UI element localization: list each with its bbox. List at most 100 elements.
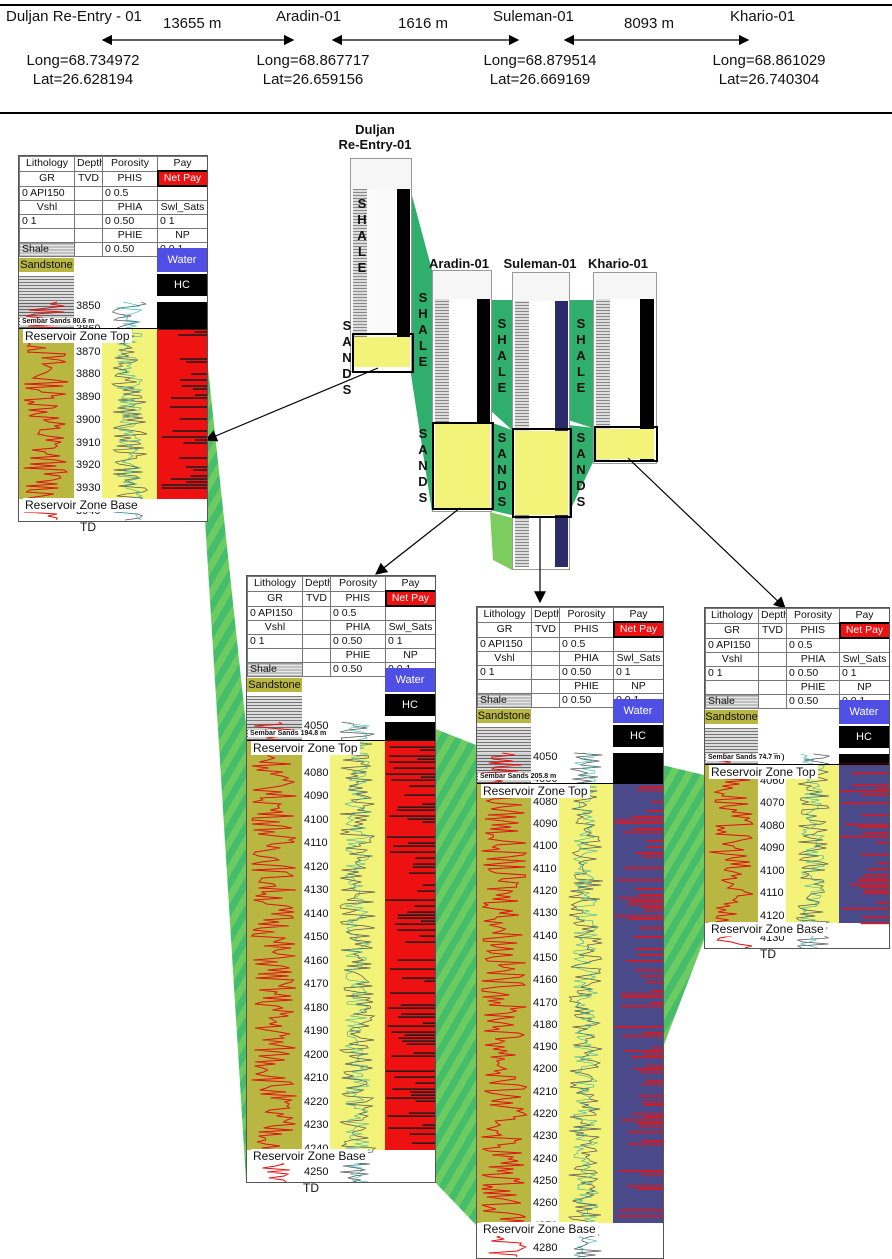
overview-aradin-zone-box	[432, 422, 494, 510]
depth-label: 3880	[76, 368, 101, 381]
pay-streak	[619, 1209, 663, 1211]
pay-streak	[422, 1022, 435, 1024]
pay-streak	[620, 1005, 663, 1007]
depth-label: 4210	[304, 1072, 329, 1085]
pay-streak	[646, 810, 663, 812]
pay-streak	[639, 927, 663, 929]
pay-streak	[860, 922, 889, 925]
pay-streak	[409, 785, 435, 787]
depth-label: 4230	[533, 1130, 558, 1143]
overview-log-duljan-pay	[397, 189, 410, 367]
long-aradin: Long=68.867717	[256, 52, 370, 69]
pay-streak	[185, 466, 207, 468]
pay-streak	[387, 1007, 435, 1009]
vertical-letter: N	[576, 462, 586, 477]
pay-streak	[389, 746, 435, 748]
lat-duljan: Lat=26.628194	[32, 71, 134, 88]
overview-duljan-line2: Re-Entry-01	[338, 137, 412, 152]
pay-streak	[876, 841, 889, 844]
pay-streak	[417, 758, 435, 760]
pay-streak	[404, 1034, 435, 1036]
pay-streak	[421, 920, 435, 922]
shale-strip-left	[247, 696, 302, 724]
pay-streak	[867, 868, 889, 871]
depth-label: 4210	[533, 1085, 558, 1098]
header-rule-bottom	[0, 112, 892, 114]
pay-streak	[645, 1080, 663, 1082]
vertical-letter: S	[576, 316, 586, 331]
depth-label: 4080	[304, 766, 329, 779]
td-label-khario: TD	[760, 947, 776, 961]
pay-streak	[642, 855, 663, 857]
lat-khario: Lat=26.740304	[718, 71, 820, 88]
gr-curve	[481, 752, 528, 1258]
phie-curve	[572, 752, 599, 1258]
coords-khario: Long=68.861029 Lat=26.740304	[700, 51, 838, 89]
pay-streak	[638, 1125, 663, 1127]
pay-streak	[413, 863, 435, 865]
pay-streak	[628, 1131, 663, 1133]
header-cell: Shale	[477, 693, 532, 708]
pay-streak	[620, 993, 663, 995]
vertical-letter: N	[418, 458, 428, 473]
reservoir-zone-base: Reservoir Zone Base	[481, 1221, 598, 1236]
coords-aradin: Long=68.867717 Lat=26.659156	[246, 51, 380, 89]
overview-title-suleman: Suleman-01	[503, 256, 577, 271]
pay-streak	[842, 802, 889, 805]
vertical-letter: A	[418, 322, 428, 337]
vertical-letter: D	[576, 478, 586, 493]
depth-label: 4110	[533, 862, 557, 875]
water-legend: Water	[157, 248, 207, 272]
pay-streak	[170, 397, 207, 399]
pay-streak	[636, 1122, 663, 1124]
header-cell: PHIS	[559, 621, 614, 638]
vertical-letter: E	[418, 354, 428, 369]
vertical-letter: E	[497, 380, 507, 395]
pay-streak	[645, 981, 663, 983]
pay-streak	[863, 874, 889, 877]
vertical-letter: A	[497, 446, 507, 461]
pay-streak	[411, 1094, 435, 1096]
pay-streak	[401, 1013, 435, 1015]
zone-top-line	[19, 328, 207, 330]
vertical-letter: H	[418, 306, 428, 321]
pay-streak	[859, 886, 889, 889]
overview-shale-band-3	[568, 300, 593, 428]
pay-streak	[161, 436, 207, 438]
pay-streak	[178, 334, 207, 336]
depth-track	[302, 722, 330, 1182]
pay-streak	[389, 968, 435, 970]
pay-streak	[391, 1055, 435, 1057]
pay-streak	[181, 385, 207, 387]
pay-streak	[405, 941, 435, 943]
pay-streak	[636, 1188, 663, 1190]
depth-label: 4220	[533, 1108, 558, 1121]
header-cell: Net Pay	[156, 170, 207, 187]
vertical-letter: S	[576, 494, 586, 509]
pay-streak	[632, 816, 663, 818]
depth-label: 4140	[304, 907, 329, 920]
vertical-letter: H	[576, 332, 586, 347]
overview-lower-band	[490, 512, 512, 570]
header-cell: TVD	[302, 590, 331, 607]
pay-streak	[634, 936, 663, 938]
overview-shale-band-1	[410, 188, 432, 430]
header-cell: GR	[19, 170, 75, 187]
pay-streak	[419, 749, 435, 751]
band-aradin-suleman	[433, 728, 476, 1225]
header-cell: PHIS	[102, 170, 158, 187]
depth-label: 4170	[304, 978, 329, 991]
pay-streak	[179, 457, 207, 459]
reservoir-zone-top: Reservoir Zone Top	[481, 784, 590, 799]
depth-label: 4100	[533, 840, 558, 853]
depth-label: 4090	[533, 817, 558, 830]
vertical-letter: N	[342, 350, 352, 365]
well-name-duljan: Duljan Re-Entry - 01	[6, 8, 142, 25]
pay-streak	[195, 394, 207, 396]
pay-streak	[641, 1173, 663, 1175]
